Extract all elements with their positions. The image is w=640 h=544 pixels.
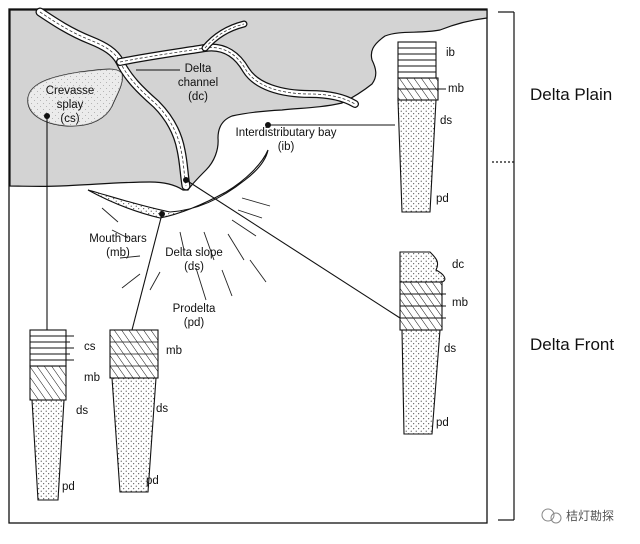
watermark: 桔灯勘探 bbox=[541, 508, 614, 524]
svg-text:(ds): (ds) bbox=[184, 261, 204, 273]
label-mouth-bars: Mouth bars (mb) bbox=[89, 233, 147, 259]
svg-text:pd: pd bbox=[62, 481, 75, 493]
svg-text:桔灯勘探: 桔灯勘探 bbox=[566, 509, 614, 523]
delta-channel bbox=[35, 7, 359, 191]
channel-point bbox=[183, 177, 189, 183]
svg-text:Prodelta: Prodelta bbox=[173, 303, 216, 315]
svg-text:cs: cs bbox=[84, 341, 96, 353]
svg-text:dc: dc bbox=[452, 259, 464, 271]
svg-text:Delta: Delta bbox=[185, 63, 212, 75]
svg-text:ds: ds bbox=[156, 403, 168, 415]
svg-text:ds: ds bbox=[76, 405, 88, 417]
svg-text:Mouth bars: Mouth bars bbox=[89, 233, 147, 245]
column-mouth-bar: mb ds pd bbox=[109, 329, 182, 493]
svg-text:(pd): (pd) bbox=[184, 317, 205, 329]
svg-text:mb: mb bbox=[448, 83, 464, 95]
label-delta-slope: Delta slope (ds) bbox=[165, 247, 223, 273]
mouth-bar bbox=[87, 149, 269, 219]
svg-text:(cs): (cs) bbox=[60, 113, 79, 125]
crevasse-point bbox=[44, 113, 50, 119]
delta-slope-rays bbox=[101, 197, 271, 301]
svg-text:ds: ds bbox=[440, 115, 452, 127]
svg-text:pd: pd bbox=[436, 417, 449, 429]
zone-bracket bbox=[492, 11, 516, 521]
svg-text:mb: mb bbox=[452, 297, 468, 309]
label-delta-channel: Delta channel (dc) bbox=[178, 63, 218, 103]
zone-label-delta-front: Delta Front bbox=[530, 335, 614, 354]
svg-text:mb: mb bbox=[84, 372, 100, 384]
leader-lines bbox=[46, 69, 401, 331]
svg-text:(ib): (ib) bbox=[278, 141, 295, 153]
svg-text:pd: pd bbox=[436, 193, 449, 205]
svg-text:ib: ib bbox=[446, 47, 455, 59]
delta-land bbox=[9, 9, 488, 191]
column-bay: ib mb ds pd bbox=[397, 41, 464, 213]
svg-text:(mb): (mb) bbox=[106, 247, 130, 259]
zone-label-delta-plain: Delta Plain bbox=[530, 85, 612, 104]
svg-text:mb: mb bbox=[166, 345, 182, 357]
svg-text:Interdistributary bay: Interdistributary bay bbox=[236, 127, 337, 139]
bay-point bbox=[265, 122, 271, 128]
map-frame bbox=[8, 8, 488, 524]
column-channel: dc mb ds pd bbox=[399, 251, 468, 435]
svg-text:pd: pd bbox=[146, 475, 159, 487]
svg-text:splay: splay bbox=[57, 99, 84, 111]
label-prodelta: Prodelta (pd) bbox=[173, 303, 216, 329]
label-interdistributary-bay: Interdistributary bay (ib) bbox=[236, 127, 337, 153]
svg-text:Crevasse: Crevasse bbox=[46, 85, 95, 97]
svg-text:Delta slope: Delta slope bbox=[165, 247, 223, 259]
column-crevasse: cs mb ds pd bbox=[29, 329, 100, 501]
svg-text:channel: channel bbox=[178, 77, 218, 89]
label-crevasse-splay: Crevasse splay (cs) bbox=[46, 85, 95, 125]
mouthbar-point bbox=[159, 211, 165, 217]
svg-text:(dc): (dc) bbox=[188, 91, 208, 103]
svg-text:ds: ds bbox=[444, 343, 456, 355]
